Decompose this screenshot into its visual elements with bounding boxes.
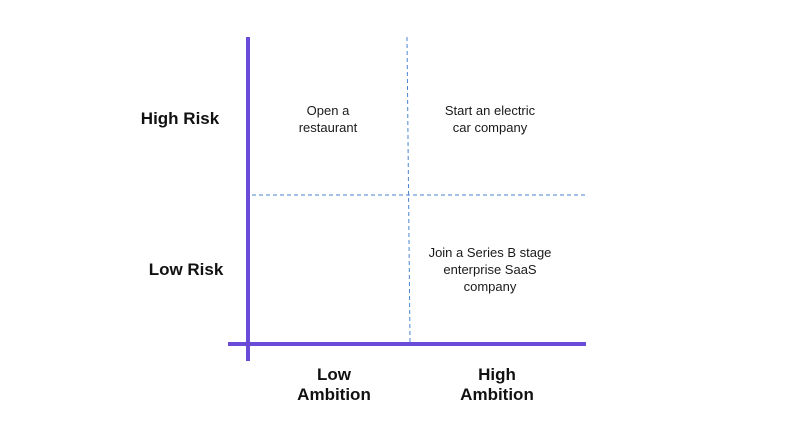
quadrant-low-risk-high-ambition: Join a Series B stage enterprise SaaS co… xyxy=(428,245,552,294)
x-label-high-ambition: High Ambition xyxy=(460,365,534,404)
y-label-high-risk: High Risk xyxy=(140,109,220,128)
quadrant-high-risk-high-ambition: Start an electric car company xyxy=(444,103,536,135)
quadrant-high-risk-low-ambition: Open a restaurant xyxy=(298,103,358,135)
vertical-divider xyxy=(406,36,411,343)
x-label-low-ambition: Low Ambition xyxy=(297,365,371,404)
y-label-low-risk: Low Risk xyxy=(148,260,224,279)
